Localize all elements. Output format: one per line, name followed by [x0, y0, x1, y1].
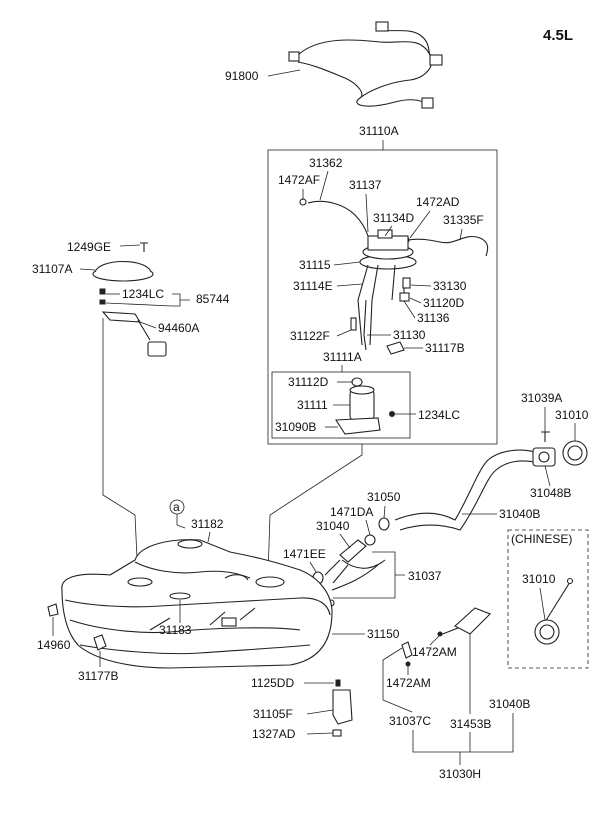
part-label-85744: 85744 — [196, 292, 230, 306]
part-label-94460A: 94460A — [158, 321, 199, 335]
wiring-harness-drawing — [288, 21, 443, 109]
leader-85744-b — [105, 302, 173, 307]
part-label-14960: 14960 — [37, 638, 71, 652]
part-label-31362: 31362 — [309, 156, 343, 170]
chinese-variant-box — [507, 529, 589, 669]
part-label-31136: 31136 — [417, 311, 450, 325]
leader-sender-to-tank — [102, 318, 139, 581]
engine-variant-label: 4.5L — [543, 27, 573, 44]
part-label-1471DA: 1471DA — [330, 505, 373, 519]
fuel-tank-drawing — [47, 539, 333, 669]
leader-31362 — [319, 170, 329, 201]
pump-assembly-box — [267, 149, 498, 445]
callout-marker-a: a — [173, 500, 180, 514]
leader-94460A — [139, 321, 157, 329]
part-label-31120D: 31120D — [423, 296, 464, 310]
pump-assembly-drawing — [271, 198, 489, 439]
part-label-31112D: 31112D — [288, 375, 329, 389]
bracket-31037 — [333, 551, 405, 599]
part-label-31150: 31150 — [367, 627, 400, 641]
leader-31105F — [306, 709, 334, 715]
leader-31122F — [336, 329, 352, 337]
part-label-1472AF: 1472AF — [278, 173, 320, 187]
leader-31136 — [403, 300, 416, 319]
part-label-31130: 31130 — [393, 328, 426, 342]
leader-31182 — [207, 531, 211, 543]
chinese-fuel-cap-drawing — [534, 577, 574, 645]
part-label-31111: 31111 — [297, 398, 328, 412]
leader-pump-to-tank — [267, 444, 363, 576]
part-label-31105F: 31105F — [253, 707, 293, 721]
leader-31120D — [409, 297, 422, 304]
part-label-31030H: 31030H — [439, 767, 481, 781]
part-label-1471EE: 1471EE — [283, 547, 326, 561]
bracket-31030H — [412, 713, 514, 753]
part-label-31117B: 31117B — [425, 341, 465, 355]
part-label-31040B-top: 31040B — [499, 507, 540, 521]
part-label-31182: 31182 — [191, 517, 224, 531]
part-label-31111A: 31111A — [323, 350, 362, 364]
part-label-31040B-bottom: 31040B — [489, 697, 530, 711]
part-label-1234LC-pump: 1234LC — [418, 408, 460, 422]
part-label-1472AD: 1472AD — [416, 195, 460, 209]
leader-31115 — [333, 261, 361, 266]
part-label-31114E: 31114E — [293, 279, 333, 293]
part-label-31010-chinese: 31010 — [522, 572, 556, 586]
part-label-1249GE: 1249GE — [67, 240, 111, 254]
part-label-31037C: 31037C — [389, 714, 431, 728]
part-label-31335F: 31335F — [443, 213, 484, 227]
filler-neck-drawing — [312, 431, 588, 607]
part-label-31183: 31183 — [159, 623, 192, 637]
part-label-31039A: 31039A — [521, 391, 562, 405]
part-label-31177B: 31177B — [78, 669, 118, 683]
part-label-31048B: 31048B — [530, 486, 571, 500]
part-label-31110A: 31110A — [359, 124, 399, 138]
bracket-31105F-drawing — [332, 679, 353, 737]
leader-31037C-top — [382, 647, 413, 713]
leader-31114E — [336, 283, 363, 287]
leader-31050 — [383, 505, 386, 519]
part-label-91800: 91800 — [225, 69, 259, 83]
bracket-85744 — [172, 293, 190, 307]
part-label-31137: 31137 — [349, 178, 382, 192]
part-label-31115: 31115 — [299, 258, 331, 272]
leader-1249GE — [119, 244, 141, 247]
vent-valve-drawing — [401, 607, 491, 667]
leader-31335F — [459, 228, 463, 241]
part-label-31107A: 31107A — [32, 262, 72, 276]
part-label-31453B: 31453B — [450, 717, 491, 731]
part-label-1472AM-b: 1472AM — [386, 676, 431, 690]
leader-33130 — [410, 284, 432, 287]
part-label-33130: 33130 — [433, 279, 467, 293]
part-label-1234LC-sender: 1234LC — [122, 287, 164, 301]
part-label-31037: 31037 — [408, 569, 442, 583]
leader-1327AD — [306, 732, 334, 735]
leader-31048B — [544, 465, 551, 487]
part-label-1125DD: 1125DD — [251, 676, 294, 690]
leader-91800 — [267, 69, 301, 77]
part-label-31134D: 31134D — [373, 211, 414, 225]
leader-31134D — [384, 225, 393, 237]
leader-1471DA — [365, 519, 371, 536]
part-label-31090B: 31090B — [275, 420, 316, 434]
chinese-variant-label: (CHINESE) — [511, 532, 572, 546]
leader-1471EE — [309, 561, 317, 573]
pump-subassembly-box — [271, 371, 411, 439]
part-label-31010-top: 31010 — [555, 408, 589, 422]
leader-31107A — [79, 268, 96, 271]
leader-31040-hose — [339, 533, 351, 549]
part-label-31040-hose: 31040 — [316, 519, 350, 533]
part-label-31122F: 31122F — [290, 329, 330, 343]
leader-1472AM-a — [429, 635, 440, 646]
leader-31010-chinese — [539, 587, 546, 621]
part-label-1472AM-a: 1472AM — [412, 645, 457, 659]
leader-31137 — [365, 193, 369, 233]
leader-callout-a — [176, 514, 186, 529]
part-label-1327AD: 1327AD — [252, 727, 296, 741]
leader-1472AD — [409, 210, 431, 239]
part-label-31050: 31050 — [367, 490, 401, 504]
